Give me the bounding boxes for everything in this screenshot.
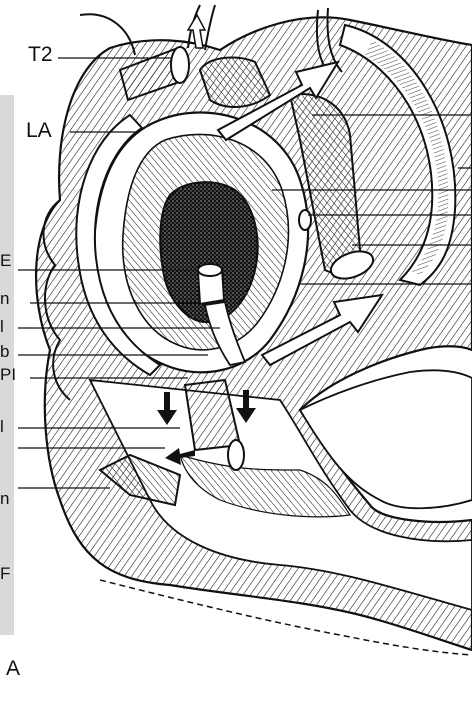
- t2-vessel-opening: [171, 47, 189, 83]
- cannula-opening: [198, 264, 222, 276]
- tissue-block-end: [228, 440, 244, 470]
- label-t2: T2: [28, 44, 53, 65]
- label-la: LA: [26, 120, 52, 141]
- partial-label-7: n: [0, 490, 9, 507]
- label-a: A: [6, 658, 20, 679]
- partial-label-1: E: [0, 252, 11, 269]
- partial-label-4: b: [0, 343, 9, 360]
- partial-label-5: PI: [0, 366, 16, 383]
- partial-label-6: l: [0, 418, 4, 435]
- partial-label-2: n: [0, 290, 9, 307]
- small-ostium: [299, 210, 311, 230]
- partial-label-8: F: [0, 565, 10, 582]
- thin-vessel-left-2: [205, 5, 215, 50]
- partial-label-3: l: [0, 318, 4, 335]
